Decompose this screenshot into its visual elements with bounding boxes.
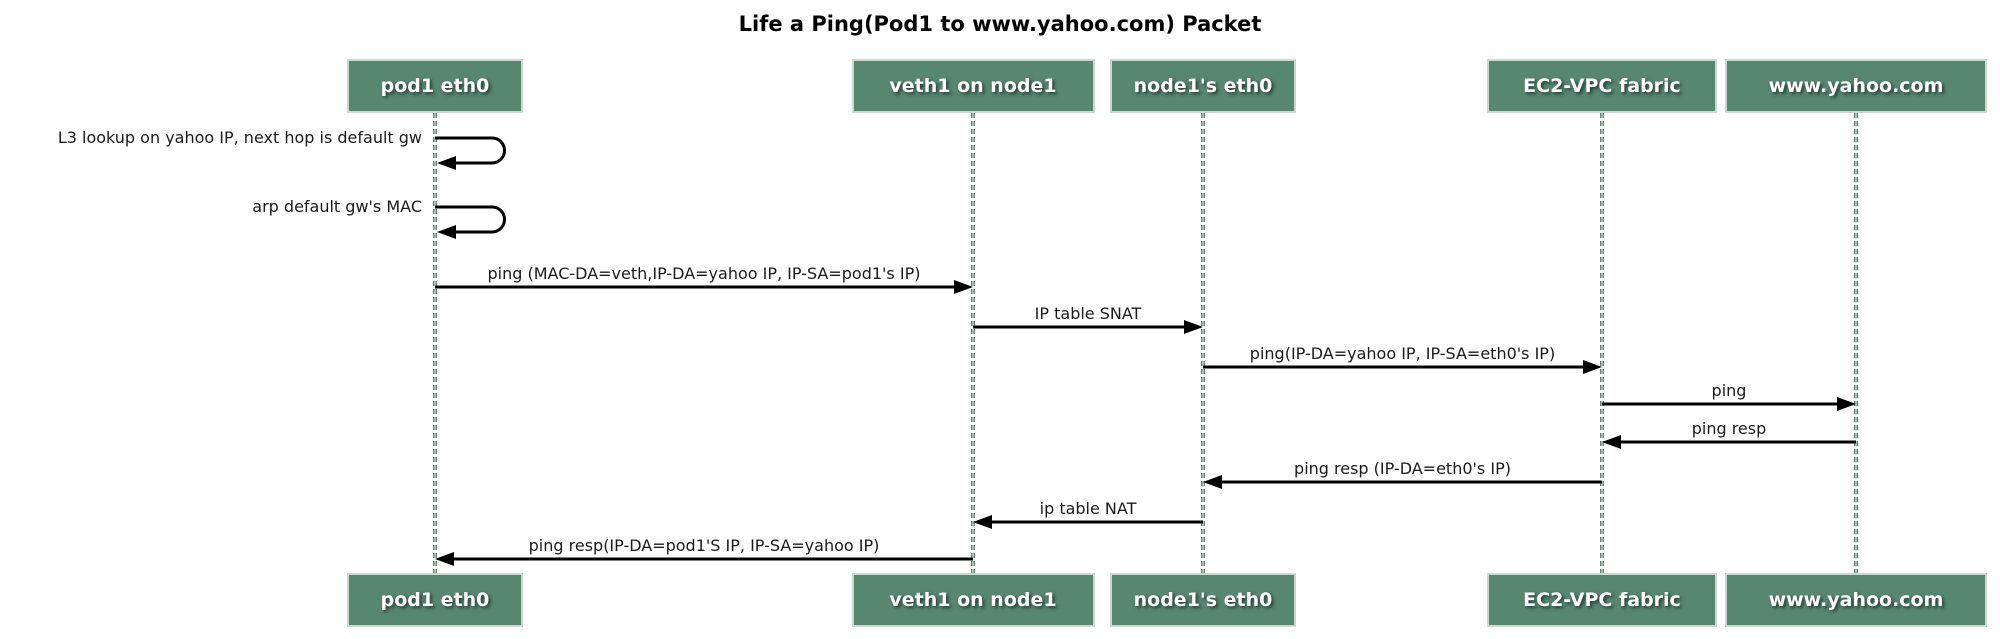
actor-box-top: veth1 on node1 <box>851 59 1095 113</box>
arrowhead <box>973 515 992 529</box>
arrowhead <box>954 280 973 294</box>
message-label: ip table NAT <box>1039 499 1137 518</box>
arrowhead <box>437 156 456 170</box>
arrowhead <box>1184 320 1203 334</box>
actor-box-top: pod1 eth0 <box>347 59 523 113</box>
message-label: ping resp <box>1691 419 1767 438</box>
arrowhead <box>1203 475 1222 489</box>
actor-box-bottom: pod1 eth0 <box>347 573 523 627</box>
message-label: ping(IP-DA=yahoo IP, IP-SA=eth0's IP) <box>1249 344 1556 363</box>
actor-box-top: www.yahoo.com <box>1725 59 1987 113</box>
actor-box-bottom: EC2-VPC fabric <box>1487 573 1717 627</box>
self-message-loop <box>435 205 506 234</box>
actor-box-bottom: veth1 on node1 <box>851 573 1095 627</box>
self-message-loop <box>435 136 506 165</box>
arrowhead <box>1602 435 1621 449</box>
message-label: ping resp (IP-DA=eth0's IP) <box>1294 459 1511 478</box>
diagram-title: Life a Ping(Pod1 to www.yahoo.com) Packe… <box>738 12 1262 36</box>
message-label: ping <box>1711 381 1747 400</box>
message-label: ping (MAC-DA=veth,IP-DA=yahoo IP, IP-SA=… <box>487 264 921 283</box>
actor-box-bottom: node1's eth0 <box>1110 573 1296 627</box>
message-label: IP table SNAT <box>1034 304 1142 323</box>
actor-box-bottom: www.yahoo.com <box>1725 573 1987 627</box>
actor-box-top: EC2-VPC fabric <box>1487 59 1717 113</box>
self-message-label: L3 lookup on yahoo IP, next hop is defau… <box>57 128 422 147</box>
actor-box-top: node1's eth0 <box>1110 59 1296 113</box>
self-message-label: arp default gw's MAC <box>252 197 422 216</box>
arrowhead <box>437 225 456 239</box>
arrowhead <box>435 552 454 566</box>
arrowhead <box>1837 397 1856 411</box>
message-label: ping resp(IP-DA=pod1'S IP, IP-SA=yahoo I… <box>528 536 880 555</box>
arrowhead <box>1583 360 1602 374</box>
